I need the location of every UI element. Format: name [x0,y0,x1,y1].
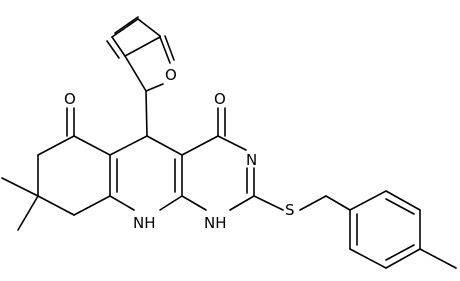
methylbenzylthio-group [253,190,457,269]
bond-c9a-n10 [109,195,135,211]
bond-c5-c5a [109,135,148,156]
bond-furan-c5-o [159,36,171,64]
bond-furan-c2-c3-double [114,16,139,34]
bond-furan-c3-c2 [111,18,139,38]
sulfur-label: S [285,201,295,219]
furan-oxygen-label: O [165,66,177,84]
bond-furan-c4-c3 [111,36,126,57]
bond-ring-5-6-double [385,198,415,215]
bond-furan-o-c2 [145,83,164,92]
pyrimidinone-oxygen-label: O [214,90,226,108]
bond-n1-c10a [181,195,207,211]
bond-c5-c4a [146,135,183,156]
bond-c8-methyl-a [1,177,39,197]
amine-nh-label-2: NH [204,214,227,232]
methylfuran-group [106,16,175,92]
bond-ring-5-6 [385,190,421,211]
bond-ring-3-4-double [385,244,415,261]
bond-c9-c9a [73,195,111,216]
ketone-oxygen-label: O [64,90,76,108]
bond-n10-c10a [159,195,183,211]
bond-c8-c9 [37,195,75,216]
bond-ch2-aryl [325,195,351,211]
bond-c5a-c6 [73,135,111,156]
bond-ring-3-4 [385,248,421,269]
bond-furan-c5-c4-main [124,36,161,57]
bond-c2-s [253,195,284,211]
pyrimidinone-ring [181,107,255,211]
ring-nitrogen-label: N [246,151,257,169]
bond-c2-n1 [229,195,255,211]
bond-ring-6-1 [349,190,387,211]
bond-aryl-methyl [419,248,457,269]
bond-c5-furan [145,90,148,137]
bond-furan-c5-o-double [164,35,175,61]
bond-c8-methyl-b [17,195,39,231]
bond-furan-c3-c4-double [106,40,120,59]
bond-methyl-furan [137,18,161,37]
central-ring [109,90,183,211]
amine-nh-label-1: NH [133,214,156,232]
bond-c4a-c4 [181,135,219,156]
bond-c6-c7 [37,135,75,156]
bond-s-ch2 [299,195,327,211]
cyclohexanone-ring [1,107,111,231]
bond-c4-n3 [217,135,247,151]
bond-ring-2-3 [349,248,387,269]
bond-furan-c2-c3 [124,55,147,92]
